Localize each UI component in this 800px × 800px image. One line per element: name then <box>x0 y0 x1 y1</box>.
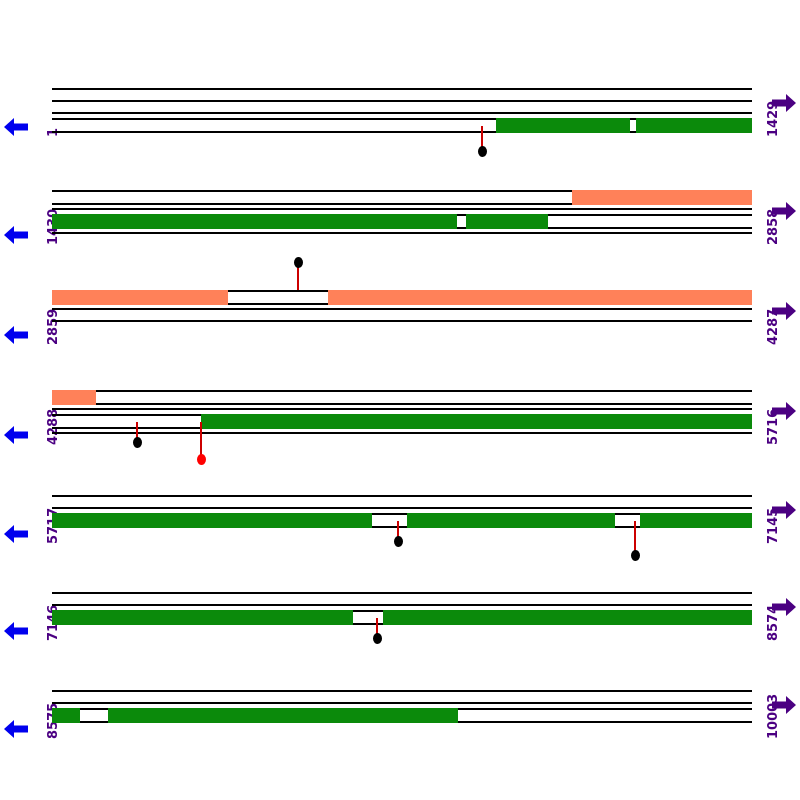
next-block-arrow-icon[interactable] <box>771 398 797 424</box>
sequence-block: 2859 4287 <box>0 257 800 368</box>
previous-block-arrow-icon[interactable] <box>3 618 29 644</box>
reading-frame-line <box>52 208 752 210</box>
marker-dot-black[interactable] <box>477 146 487 157</box>
orf-segment-empty[interactable] <box>52 190 572 205</box>
orf-segment-reverse[interactable] <box>52 290 228 305</box>
orf-segment-forward[interactable] <box>407 513 615 528</box>
previous-block-arrow-icon[interactable] <box>3 114 29 140</box>
orf-segment-reverse[interactable] <box>52 390 96 405</box>
reading-frame-line <box>52 702 752 704</box>
orf-segment-empty[interactable] <box>630 118 636 133</box>
block-end-coordinate: 7145 <box>766 507 781 544</box>
orf-segment-empty[interactable] <box>615 513 640 528</box>
sequence-block: 71468574 <box>0 592 800 664</box>
orf-segment-empty[interactable] <box>372 513 407 528</box>
orf-segment-empty[interactable] <box>353 610 383 625</box>
orf-segment-forward[interactable] <box>52 214 457 229</box>
block-end-coordinate: 4287 <box>766 308 781 345</box>
orf-segment-forward[interactable] <box>496 118 630 133</box>
sequence-block: 57177145 <box>0 495 800 567</box>
orf-segment-empty[interactable] <box>228 290 328 305</box>
sequence-block: 14302858 <box>0 190 800 268</box>
orf-segment-forward[interactable] <box>201 414 752 429</box>
block-start-coordinate: 2859 <box>46 308 61 345</box>
next-block-arrow-icon[interactable] <box>771 692 797 718</box>
marker-dot-red[interactable] <box>196 454 206 465</box>
previous-block-arrow-icon[interactable] <box>3 222 29 248</box>
marker-stem <box>297 265 299 290</box>
marker-dot-black[interactable] <box>393 536 403 547</box>
orf-segment-empty[interactable] <box>96 390 752 405</box>
marker-stem <box>481 126 483 149</box>
reading-frame-line <box>52 112 752 114</box>
orf-segment-forward[interactable] <box>466 214 548 229</box>
reading-frame-line <box>52 308 752 310</box>
orf-segment-forward[interactable] <box>52 708 80 723</box>
previous-block-arrow-icon[interactable] <box>3 422 29 448</box>
next-block-arrow-icon[interactable] <box>771 298 797 324</box>
reading-frame-line <box>52 320 752 322</box>
reading-frame-line <box>52 604 752 606</box>
marker-dot-black[interactable] <box>293 257 303 268</box>
orf-segment-reverse[interactable] <box>572 190 752 205</box>
previous-block-arrow-icon[interactable] <box>3 521 29 547</box>
block-end-coordinate: 5716 <box>766 408 781 445</box>
orf-segment-forward[interactable] <box>636 118 752 133</box>
orf-segment-reverse[interactable] <box>328 290 752 305</box>
reading-frame-line <box>52 507 752 509</box>
orf-segment-forward[interactable] <box>383 610 752 625</box>
block-end-coordinate: 8574 <box>766 604 781 641</box>
previous-block-arrow-icon[interactable] <box>3 322 29 348</box>
reading-frame-line <box>52 88 752 90</box>
reading-frame-line <box>52 100 752 102</box>
reading-frame-line <box>52 408 752 410</box>
reading-frame-line <box>52 495 752 497</box>
block-end-coordinate: 10003 <box>766 693 781 739</box>
reading-frame-line <box>52 232 752 234</box>
orf-segment-forward[interactable] <box>52 513 372 528</box>
sequence-block: 857510003 <box>0 690 800 762</box>
orf-segment-empty[interactable] <box>457 214 466 229</box>
orf-segment-forward[interactable] <box>640 513 752 528</box>
next-block-arrow-icon[interactable] <box>771 198 797 224</box>
marker-stem <box>200 422 202 457</box>
marker-dot-black[interactable] <box>372 633 382 644</box>
next-block-arrow-icon[interactable] <box>771 90 797 116</box>
marker-stem <box>136 422 138 440</box>
marker-stem <box>376 618 378 636</box>
orf-segment-empty[interactable] <box>52 414 201 429</box>
orf-segment-empty[interactable] <box>52 118 496 133</box>
orf-segment-empty[interactable] <box>80 708 108 723</box>
reading-frame-line <box>52 592 752 594</box>
previous-block-arrow-icon[interactable] <box>3 716 29 742</box>
marker-stem <box>397 521 399 539</box>
orf-segment-empty[interactable] <box>548 214 752 229</box>
block-end-coordinate: 2858 <box>766 208 781 245</box>
orf-segment-forward[interactable] <box>108 708 458 723</box>
orf-segment-empty[interactable] <box>458 708 752 723</box>
orf-segment-forward[interactable] <box>52 610 353 625</box>
reading-frame-line <box>52 690 752 692</box>
reading-frame-line <box>52 432 752 434</box>
marker-dot-black[interactable] <box>630 550 640 561</box>
marker-stem <box>634 521 636 553</box>
block-end-coordinate: 1429 <box>766 100 781 137</box>
marker-dot-black[interactable] <box>132 437 142 448</box>
next-block-arrow-icon[interactable] <box>771 497 797 523</box>
next-block-arrow-icon[interactable] <box>771 594 797 620</box>
